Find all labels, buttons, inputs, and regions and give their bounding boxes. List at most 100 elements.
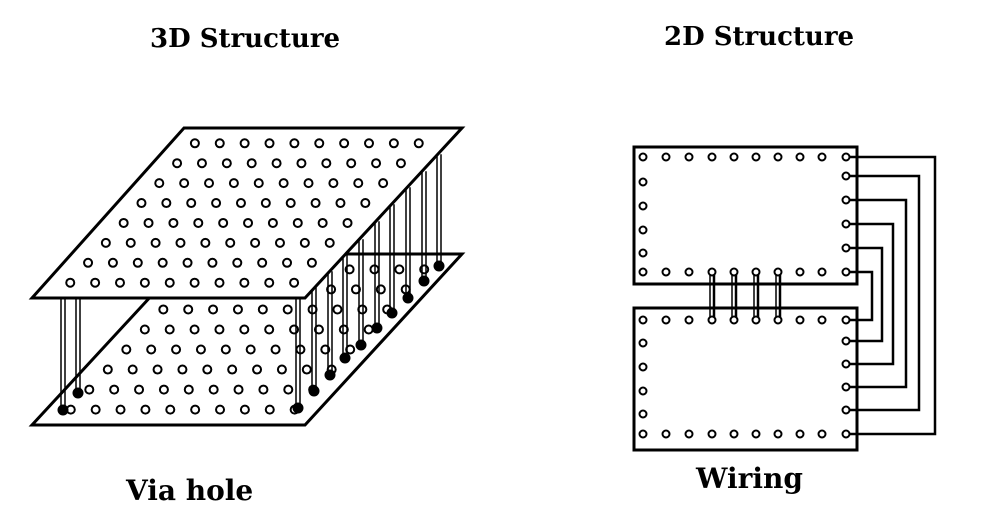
circle-hole-icon [345, 344, 356, 355]
circle-hole-icon [638, 429, 648, 439]
circle-hole-icon [84, 384, 95, 395]
circle-hole-icon [751, 429, 761, 439]
circle-hole-icon [795, 267, 805, 277]
circle-hole-icon [158, 384, 169, 395]
circle-hole-icon [773, 152, 783, 162]
circle-hole-icon [243, 217, 254, 228]
circle-hole-icon [350, 284, 361, 295]
circle-hole-icon [707, 152, 717, 162]
circle-hole-icon [310, 198, 321, 209]
circle-hole-icon [228, 178, 239, 189]
circle-hole-icon [338, 324, 349, 335]
circle-hole-icon [232, 257, 243, 268]
circle-hole-icon [684, 267, 694, 277]
circle-hole-icon [65, 277, 76, 288]
circle-hole-icon [183, 304, 194, 315]
circle-hole-icon [283, 384, 294, 395]
circle-hole-icon [371, 158, 382, 169]
circle-hole-icon [139, 324, 150, 335]
circle-hole-icon [190, 404, 201, 415]
circle-hole-icon [278, 178, 289, 189]
circle-hole-icon [661, 429, 671, 439]
circle-hole-icon [386, 307, 398, 319]
wiring-loop [850, 198, 908, 389]
caption-via-hole: Via hole [126, 474, 254, 507]
circle-hole-icon [239, 324, 250, 335]
circle-hole-icon [729, 152, 739, 162]
circle-hole-icon [211, 198, 222, 209]
wiring-loop [850, 270, 874, 322]
circle-hole-icon [282, 257, 293, 268]
circle-hole-icon [253, 178, 264, 189]
circle-hole-icon [164, 324, 175, 335]
circle-hole-icon [342, 217, 353, 228]
circle-hole-icon [189, 324, 200, 335]
circle-hole-icon [102, 364, 113, 375]
lower-board [632, 306, 859, 452]
circle-hole-icon [707, 429, 717, 439]
circle-hole-icon [276, 364, 287, 375]
circle-hole-icon [638, 225, 648, 235]
circle-hole-icon [186, 198, 197, 209]
circle-hole-icon [208, 384, 219, 395]
circle-hole-icon [90, 277, 101, 288]
circle-hole-icon [773, 267, 783, 277]
circle-hole-icon [215, 404, 226, 415]
circle-hole-icon [321, 158, 332, 169]
circle-hole-icon [214, 138, 225, 149]
circle-hole-icon [274, 237, 285, 248]
circle-hole-icon [355, 339, 367, 351]
wiring-loop [850, 155, 937, 436]
upper-board [632, 145, 859, 286]
circle-hole-icon [324, 369, 336, 381]
circle-hole-icon [326, 284, 337, 295]
circle-hole-icon [164, 277, 175, 288]
caption-wiring: Wiring [696, 462, 803, 495]
circle-hole-icon [751, 315, 761, 325]
circle-hole-icon [172, 158, 183, 169]
circle-hole-icon [227, 364, 238, 375]
circle-hole-icon [751, 152, 761, 162]
circle-hole-icon [158, 304, 169, 315]
circle-hole-icon [328, 178, 339, 189]
circle-hole-icon [324, 237, 335, 248]
circle-hole-icon [245, 344, 256, 355]
circle-hole-icon [239, 404, 250, 415]
via-connections [57, 154, 445, 416]
diagram-2d-structure [632, 145, 937, 452]
circle-hole-icon [202, 364, 213, 375]
circle-hole-icon [402, 292, 414, 304]
circle-hole-icon [684, 152, 694, 162]
circle-hole-icon [638, 409, 648, 419]
circle-hole-icon [121, 344, 132, 355]
circle-hole-icon [308, 385, 320, 397]
circle-hole-icon [220, 344, 231, 355]
circle-hole-icon [177, 364, 188, 375]
circle-hole-icon [729, 429, 739, 439]
circle-hole-icon [154, 178, 165, 189]
wiring-lines [709, 155, 937, 436]
circle-hole-icon [292, 402, 304, 414]
circle-hole-icon [193, 217, 204, 228]
circle-hole-icon [179, 178, 190, 189]
circle-hole-icon [258, 384, 269, 395]
circle-hole-icon [200, 237, 211, 248]
circle-hole-icon [195, 344, 206, 355]
wiring-loop [850, 174, 921, 412]
diagram-3d-structure [28, 126, 466, 427]
circle-hole-icon [729, 315, 739, 325]
circle-hole-icon [364, 138, 375, 149]
wiring-loop [850, 246, 884, 343]
wiring-loop [850, 222, 895, 366]
circle-hole-icon [196, 158, 207, 169]
title-3d-structure: 3D Structure [150, 24, 341, 54]
circle-hole-icon [371, 322, 383, 334]
circle-hole-icon [707, 315, 717, 325]
circle-hole-icon [314, 138, 325, 149]
circle-hole-icon [841, 429, 851, 439]
circle-hole-icon [225, 237, 236, 248]
circle-hole-icon [146, 344, 157, 355]
circle-hole-icon [313, 324, 324, 335]
upper-plane-holes [65, 138, 424, 288]
